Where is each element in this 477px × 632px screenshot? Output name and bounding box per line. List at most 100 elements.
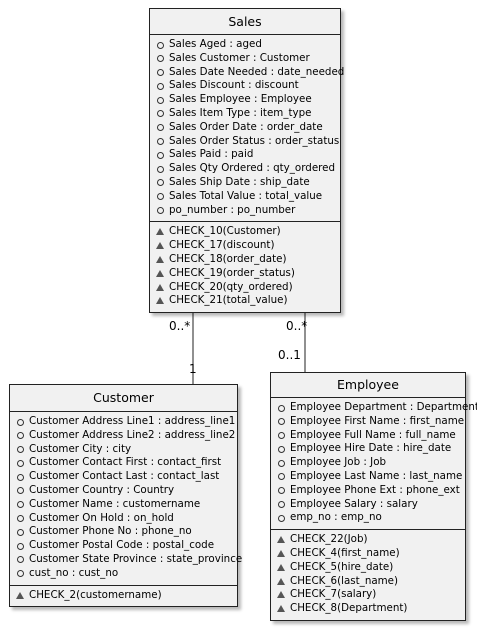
customer-operations: CHECK_2(customername) xyxy=(10,586,237,607)
public-field-icon xyxy=(17,487,24,495)
attribute-row: Customer Name : customername xyxy=(10,498,237,512)
attribute-text: Sales Paid : paid xyxy=(169,148,254,161)
public-field-icon xyxy=(157,138,164,146)
method-triangle-icon xyxy=(156,269,164,277)
attribute-row: Employee Last Name : last_name xyxy=(271,470,465,484)
public-field-icon xyxy=(157,82,164,90)
attribute-row: Sales Customer : Customer xyxy=(150,52,340,66)
operation-text: CHECK_4(first_name) xyxy=(290,546,400,559)
attribute-row: Customer City : city xyxy=(10,443,237,457)
attribute-row: Sales Paid : paid xyxy=(150,148,340,162)
attribute-row: Customer State Province : state_province xyxy=(10,553,242,567)
attribute-row: Sales Item Type : item_type xyxy=(150,107,340,121)
operation-row: CHECK_17(discount) xyxy=(150,239,340,253)
attribute-row: Customer Phone No : phone_no xyxy=(10,525,237,539)
operation-row: CHECK_21(total_value) xyxy=(150,294,340,308)
attribute-row: emp_no : emp_no xyxy=(271,511,465,525)
operation-text: CHECK_18(order_date) xyxy=(169,252,287,265)
attribute-row: Customer Contact First : contact_first xyxy=(10,456,237,470)
attribute-text: Employee Phone Ext : phone_ext xyxy=(290,483,460,496)
public-field-icon xyxy=(157,165,164,173)
public-field-icon xyxy=(157,110,164,118)
attribute-row: Employee Hire Date : hire_date xyxy=(271,442,465,456)
operation-text: CHECK_7(salary) xyxy=(290,588,377,601)
operation-text: CHECK_20(qty_ordered) xyxy=(169,280,293,293)
attribute-row: Employee First Name : first_name xyxy=(271,415,465,429)
attribute-row: Sales Employee : Employee xyxy=(150,93,340,107)
attribute-text: Sales Order Date : order_date xyxy=(169,120,323,133)
attribute-text: Sales Customer : Customer xyxy=(169,51,310,64)
operation-text: CHECK_19(order_status) xyxy=(169,266,295,279)
attribute-text: Sales Item Type : item_type xyxy=(169,106,312,119)
attribute-text: Customer Address Line1 : address_line1 xyxy=(29,415,236,427)
attribute-text: emp_no : emp_no xyxy=(290,511,382,524)
sales-employee-sales-multiplicity: 0..* xyxy=(286,319,308,333)
attribute-row: Customer Address Line2 : address_line2 xyxy=(10,429,237,443)
method-triangle-icon xyxy=(156,255,164,263)
attribute-text: Sales Date Needed : date_needed xyxy=(169,65,345,78)
operation-text: CHECK_2(customername) xyxy=(29,588,162,601)
public-field-icon xyxy=(278,501,285,509)
attribute-text: Customer Address Line2 : address_line2 xyxy=(29,428,236,441)
method-triangle-icon xyxy=(277,577,285,585)
attribute-row: Sales Total Value : total_value xyxy=(150,190,340,204)
attribute-row: Sales Order Status : order_status xyxy=(150,135,340,149)
public-field-icon xyxy=(157,207,164,215)
operation-text: CHECK_5(hire_date) xyxy=(290,560,394,573)
attribute-text: Sales Total Value : total_value xyxy=(169,189,323,202)
method-triangle-icon xyxy=(277,549,285,557)
public-field-icon xyxy=(278,473,285,481)
public-field-icon xyxy=(17,501,24,509)
public-field-icon xyxy=(157,96,164,104)
public-field-icon xyxy=(278,459,285,467)
operation-row: CHECK_20(qty_ordered) xyxy=(150,281,340,295)
public-field-icon xyxy=(17,418,24,426)
public-field-icon xyxy=(17,432,24,440)
attribute-row: Sales Order Date : order_date xyxy=(150,121,340,135)
attribute-row: Sales Qty Ordered : qty_ordered xyxy=(150,162,340,176)
method-triangle-icon xyxy=(277,536,285,544)
operation-text: CHECK_22(Job) xyxy=(290,533,368,546)
public-field-icon xyxy=(278,445,285,453)
attribute-text: Sales Qty Ordered : qty_ordered xyxy=(169,162,336,175)
attribute-text: Customer On Hold : on_hold xyxy=(29,511,174,524)
public-field-icon xyxy=(278,487,285,495)
attribute-row: Employee Job : Job xyxy=(271,456,465,470)
public-field-icon xyxy=(17,459,24,467)
public-field-icon xyxy=(17,570,24,578)
method-triangle-icon xyxy=(277,563,285,571)
employee-class[interactable]: Employee Employee Department : Departmen… xyxy=(270,372,477,621)
public-field-icon xyxy=(157,151,164,159)
attribute-text: Employee Hire Date : hire_date xyxy=(290,442,452,455)
attribute-text: Customer State Province : state_province xyxy=(29,552,243,565)
method-triangle-icon xyxy=(277,605,285,613)
public-field-icon xyxy=(17,556,24,564)
customer-class[interactable]: Customer Customer Address Line1 : addres… xyxy=(9,384,242,608)
attribute-row: Sales Date Needed : date_needed xyxy=(150,66,344,80)
attribute-text: Customer Phone No : phone_no xyxy=(29,525,192,538)
attribute-row: po_number : po_number xyxy=(150,204,340,218)
attribute-text: Sales Order Status : order_status xyxy=(169,134,340,147)
method-triangle-icon xyxy=(156,242,164,250)
attribute-text: Employee Last Name : last_name xyxy=(290,469,463,482)
operation-text: CHECK_6(last_name) xyxy=(290,574,399,587)
attribute-row: Customer On Hold : on_hold xyxy=(10,512,237,526)
attribute-row: Customer Country : Country xyxy=(10,484,237,498)
attribute-text: Sales Discount : discount xyxy=(169,79,299,92)
attribute-text: Customer Name : customername xyxy=(29,497,201,510)
operation-text: CHECK_8(Department) xyxy=(290,602,408,615)
method-triangle-icon xyxy=(156,228,164,236)
method-triangle-icon xyxy=(277,591,285,599)
attribute-row: Employee Full Name : full_name xyxy=(271,429,465,443)
attribute-text: Employee Full Name : full_name xyxy=(290,428,456,441)
sales-customer-customer-multiplicity: 1 xyxy=(189,362,197,376)
public-field-icon xyxy=(157,41,164,49)
operation-text: CHECK_10(Customer) xyxy=(169,225,281,238)
attribute-row: Customer Address Line1 : address_line1 xyxy=(10,415,237,429)
attribute-text: Sales Ship Date : ship_date xyxy=(169,175,310,188)
public-field-icon xyxy=(278,514,285,522)
